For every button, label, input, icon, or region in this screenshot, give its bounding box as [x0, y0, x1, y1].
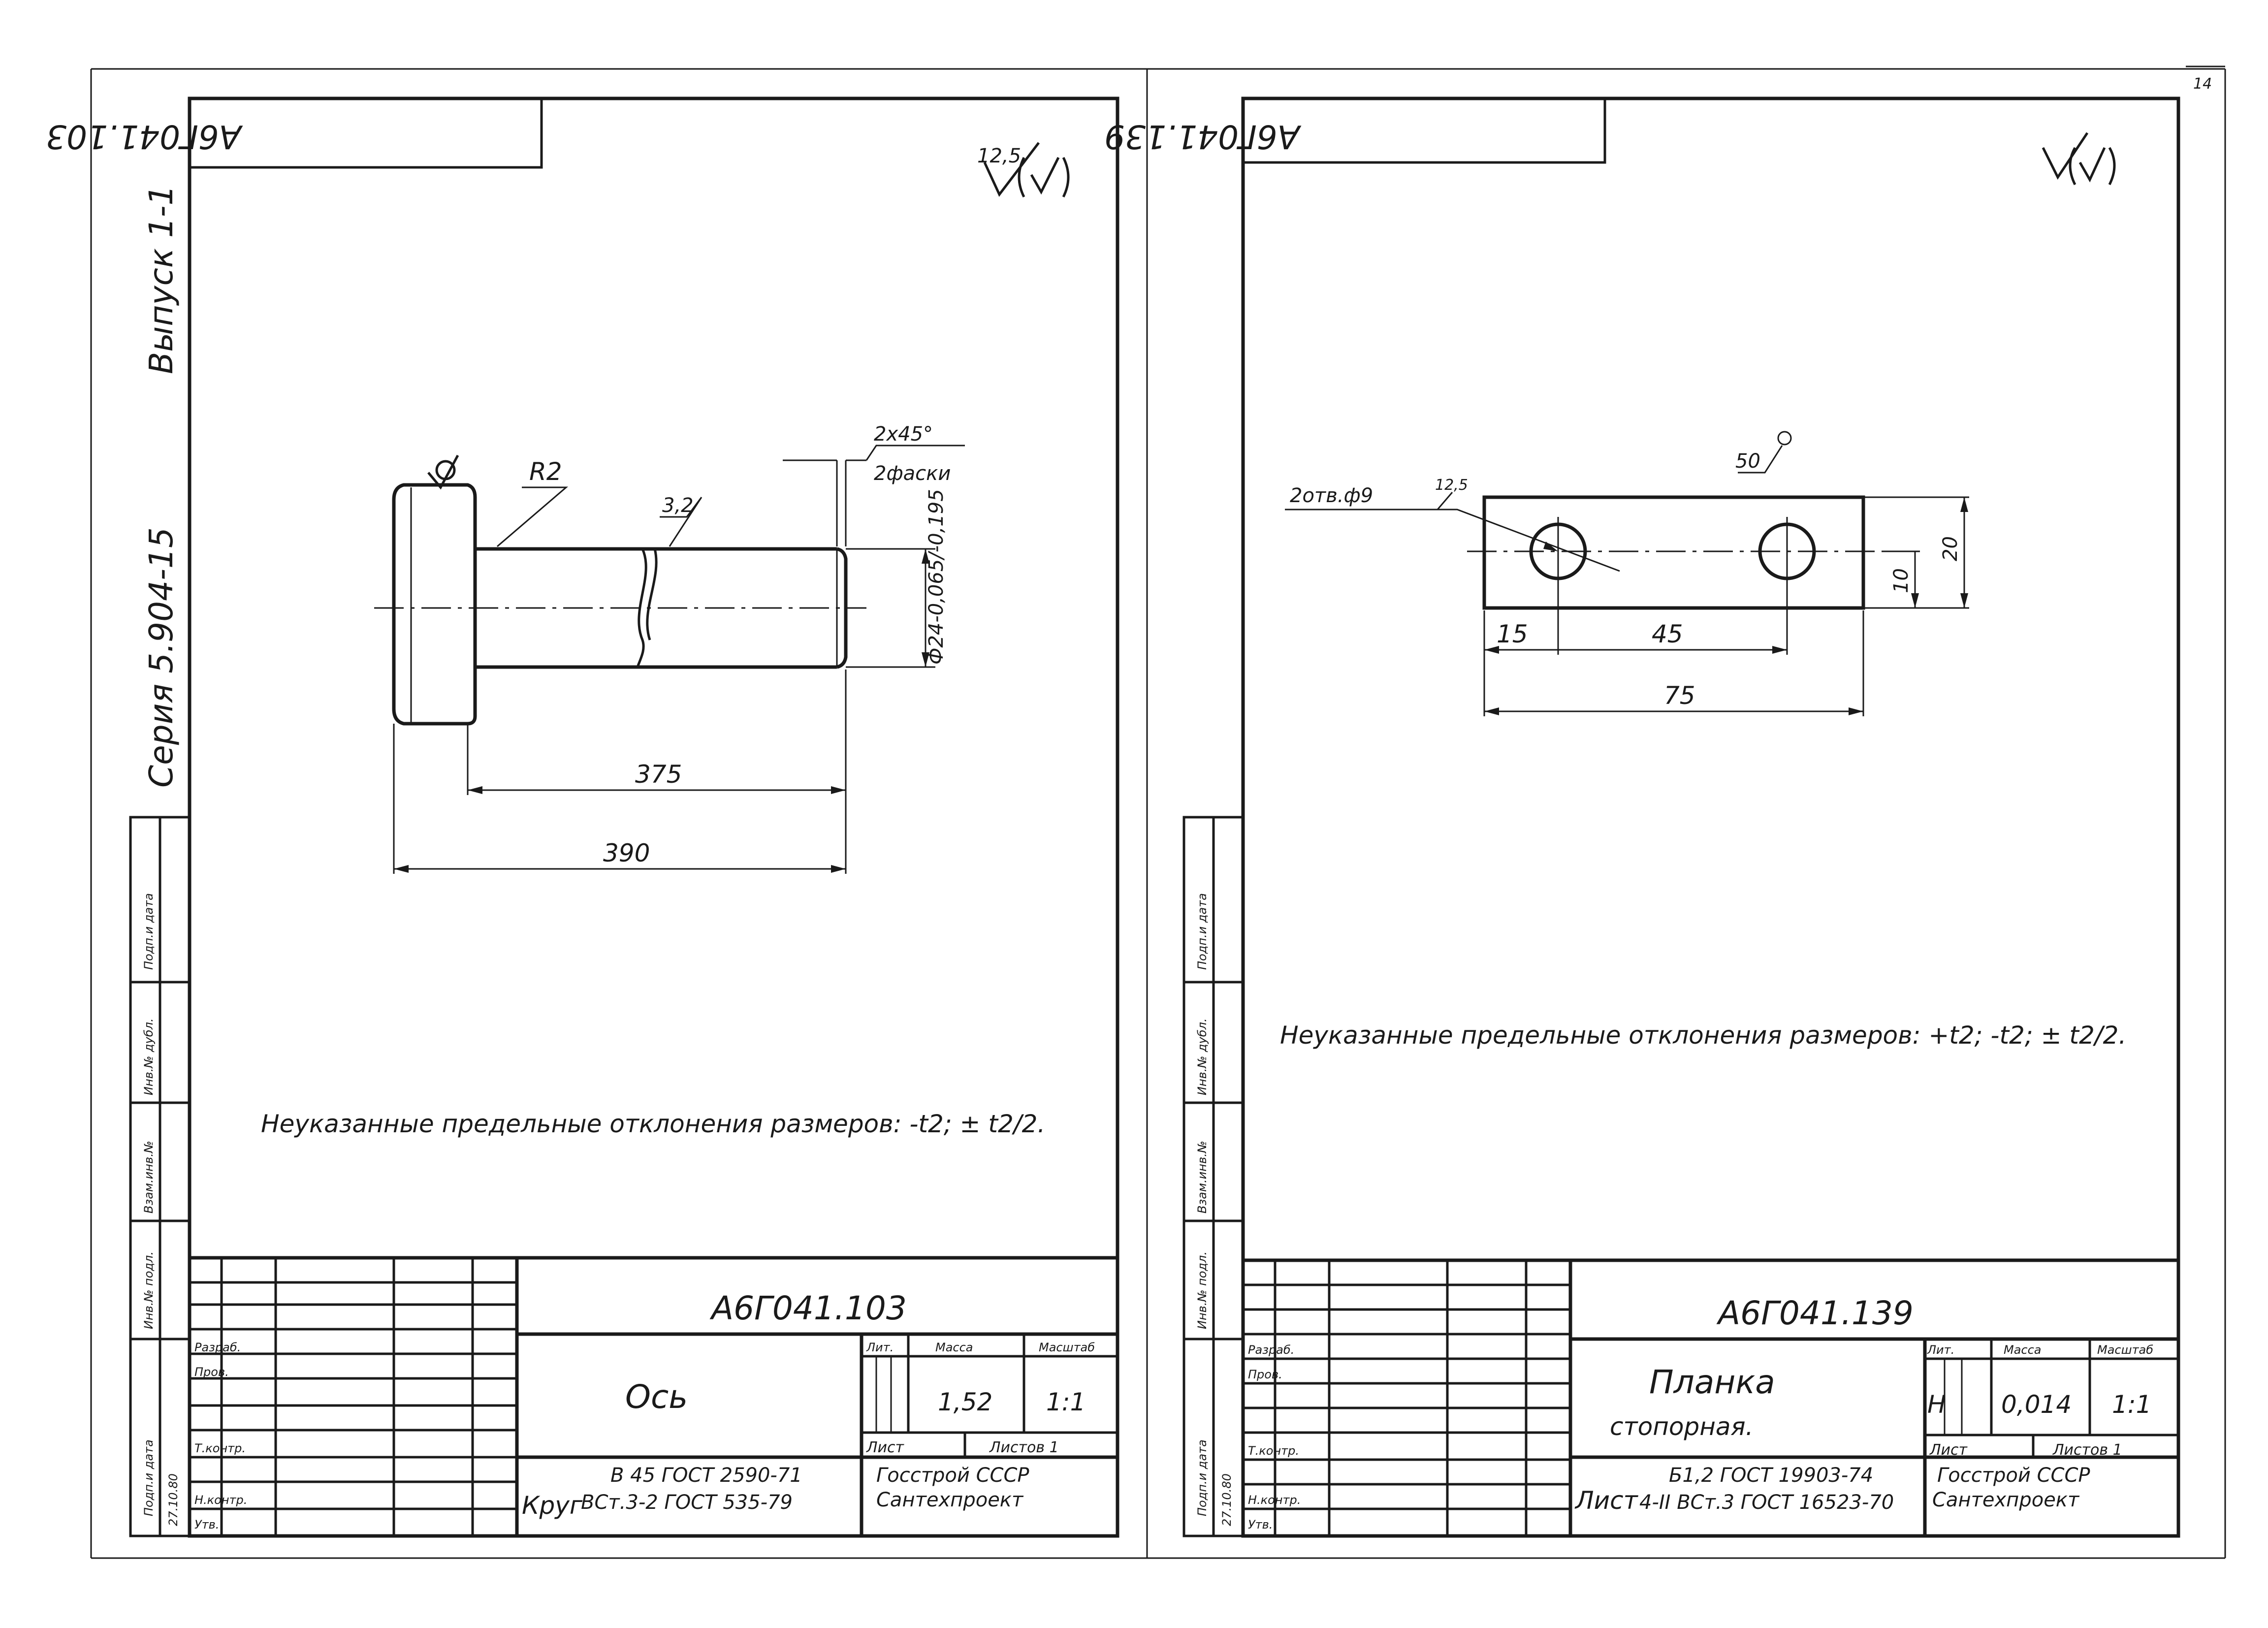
left-code-top: А6Г041.103: [46, 118, 243, 156]
dimension-arrows: [394, 497, 1968, 873]
left-col-lit: Лит.: [866, 1341, 894, 1354]
right-col-label-3: Взам.инв.№: [1195, 1141, 1209, 1213]
left-col-scale: Масштаб: [1039, 1341, 1095, 1354]
left-col-mass: Масса: [935, 1341, 973, 1354]
chamfer-label: 2x45°: [874, 423, 933, 446]
dim-390: 390: [603, 839, 650, 867]
right-stamp-approve: Утв.: [1248, 1518, 1273, 1532]
right-col-label-2: Инв.№ дубл.: [1195, 1018, 1209, 1095]
left-block-name: Ось: [625, 1378, 688, 1416]
right-code-top: А6Г041.139: [1104, 118, 1302, 156]
dim-15: 15: [1497, 620, 1528, 648]
right-block-code: А6Г041.139: [1716, 1294, 1914, 1332]
right-col-mass: Масса: [2004, 1343, 2042, 1357]
left-radius-label: R2: [529, 457, 562, 486]
right-col-label-4: Инв.№ подл.: [1195, 1251, 1209, 1329]
left-scale: 1:1: [1046, 1388, 1086, 1416]
holes-roughness: 12,5: [1435, 477, 1468, 494]
right-scale: 1:1: [2112, 1390, 2151, 1419]
left-surface-label: 3,2: [662, 494, 694, 517]
diameter-label: Ф24-0,065/-0,195: [925, 489, 948, 665]
left-col-label-5: Подп.и дата: [142, 1439, 156, 1516]
left-block-date: 27.10.80: [166, 1473, 180, 1526]
left-roughness-symbol: [983, 142, 1070, 198]
left-sheets-label: Листов 1: [989, 1439, 1059, 1456]
right-material-2: 4-II ВСт.3 ГОСТ 16523-70: [1639, 1491, 1894, 1514]
right-block-name-2: стопорная.: [1610, 1412, 1754, 1441]
left-sheet-label: Лист: [866, 1439, 905, 1456]
left-block-code: А6Г041.103: [709, 1289, 907, 1327]
right-block-date: 27.10.80: [1220, 1473, 1234, 1526]
axle-drawing: [374, 445, 965, 874]
right-stamp-dev: Разраб.: [1248, 1343, 1294, 1357]
left-material-2: ВСт.3-2 ГОСТ 535-79: [581, 1491, 793, 1514]
right-material-1: Б1,2 ГОСТ 19903-74: [1669, 1464, 1873, 1487]
left-col-label-4: Инв.№ подл.: [142, 1251, 156, 1329]
right-col-label-5: Подп.и дата: [1195, 1439, 1209, 1516]
stamp-ncontrol: Н.контр.: [194, 1493, 247, 1507]
left-side-columns: [129, 816, 191, 1537]
plate-drawing: [1285, 431, 1969, 716]
right-col-scale: Масштаб: [2097, 1343, 2153, 1357]
right-title-block: [1241, 1258, 2180, 1538]
right-sheet-frame: [1241, 96, 2180, 1538]
outer-frame: [90, 65, 2226, 1559]
stamp-tcontrol: Т.контр.: [194, 1441, 246, 1455]
left-col-label-3: Взам.инв.№: [142, 1141, 156, 1213]
stamp-dev: Разраб.: [194, 1341, 241, 1354]
left-mass: 1,52: [938, 1388, 992, 1416]
right-stamp-ncontrol: Н.контр.: [1248, 1493, 1301, 1507]
left-roughness-value: 12,5: [977, 145, 1021, 167]
series-label: Серия 5.904-15: [142, 527, 180, 788]
dim-375: 375: [635, 760, 682, 789]
left-title-block: [188, 1256, 1119, 1538]
left-note: Неуказанные предельные отклонения размер…: [261, 1110, 1045, 1138]
left-org-2: Сантехпроект: [876, 1489, 1024, 1511]
dim-45: 45: [1652, 620, 1683, 648]
chamfer-note: 2фаски: [874, 462, 951, 485]
dim-10: 10: [1890, 568, 1913, 593]
right-litera: Н: [1927, 1390, 1946, 1419]
right-block-name-1: Планка: [1649, 1363, 1775, 1401]
left-org-1: Госстрой СССР: [876, 1464, 1029, 1487]
top-roughness: 50: [1735, 450, 1760, 473]
issue-label: Выпуск 1-1: [142, 185, 180, 374]
right-stamp-check: Пров.: [1248, 1368, 1282, 1381]
stamp-approve: Утв.: [194, 1518, 219, 1532]
right-sheets-label: Листов 1: [2052, 1441, 2122, 1459]
left-material-1: В 45 ГОСТ 2590-71: [610, 1464, 802, 1487]
right-mass: 0,014: [2001, 1390, 2072, 1419]
left-material-prefix: Круг: [522, 1491, 583, 1520]
right-sheet-label: Лист: [1929, 1441, 1968, 1459]
corner-mark: 14: [2193, 75, 2212, 93]
stamp-check: Пров.: [194, 1365, 229, 1379]
right-org-1: Госстрой СССР: [1937, 1464, 2090, 1487]
right-material-prefix: Лист: [1574, 1486, 1639, 1515]
right-side-columns: [1182, 816, 1245, 1537]
right-stamp-tcontrol: Т.контр.: [1248, 1444, 1299, 1458]
dim-75: 75: [1664, 681, 1695, 710]
right-col-lit: Лит.: [1927, 1343, 1954, 1357]
right-roughness-symbol: [2042, 132, 2116, 186]
left-col-label-1: Подп.и дата: [142, 893, 156, 970]
holes-label: 2отв.ф9: [1290, 484, 1373, 507]
right-col-label-1: Подп.и дата: [1195, 893, 1209, 970]
right-note: Неуказанные предельные отклонения размер…: [1280, 1021, 2126, 1050]
dim-20: 20: [1939, 536, 1962, 561]
right-org-2: Сантехпроект: [1932, 1489, 2080, 1511]
left-col-label-2: Инв.№ дубл.: [142, 1018, 156, 1095]
left-sheet-frame: [188, 96, 1119, 1538]
